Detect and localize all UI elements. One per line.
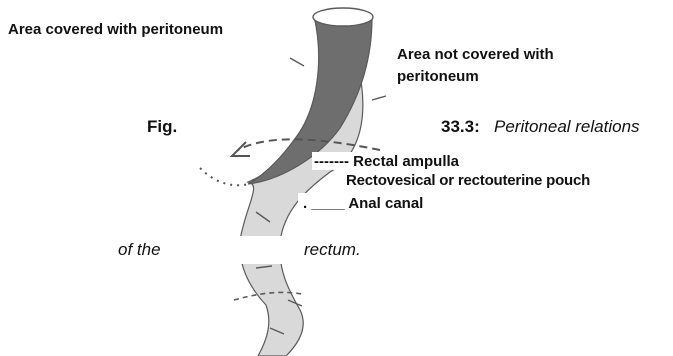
label-rectal-ampulla: ------- Rectal ampulla xyxy=(314,153,459,171)
label-pouch: Rectovesical or rectouterine pouch xyxy=(346,172,590,190)
pouch-dotted-line xyxy=(200,168,250,185)
peritoneum-tick-upper-right xyxy=(372,96,386,100)
label-anal-canal: . ____ Anal canal xyxy=(303,195,423,213)
caption-mask-gap xyxy=(200,236,300,264)
caption-number: 33.3: xyxy=(441,117,480,137)
caption-title-part2: of the xyxy=(118,240,161,260)
arrow-head-icon xyxy=(232,142,250,156)
label-area-not-covered-line1: Area not covered with xyxy=(397,46,554,64)
caption-fig: Fig. xyxy=(147,117,177,137)
caption-title-part3: rectum. xyxy=(304,240,361,260)
label-area-not-covered-line2: peritoneum xyxy=(397,68,479,86)
rectum-top-opening xyxy=(313,8,373,26)
caption-title-part1: Peritoneal relations xyxy=(494,117,640,137)
label-area-covered: Area covered with peritoneum xyxy=(8,21,223,39)
peritoneum-tick-upper-left xyxy=(290,58,304,66)
